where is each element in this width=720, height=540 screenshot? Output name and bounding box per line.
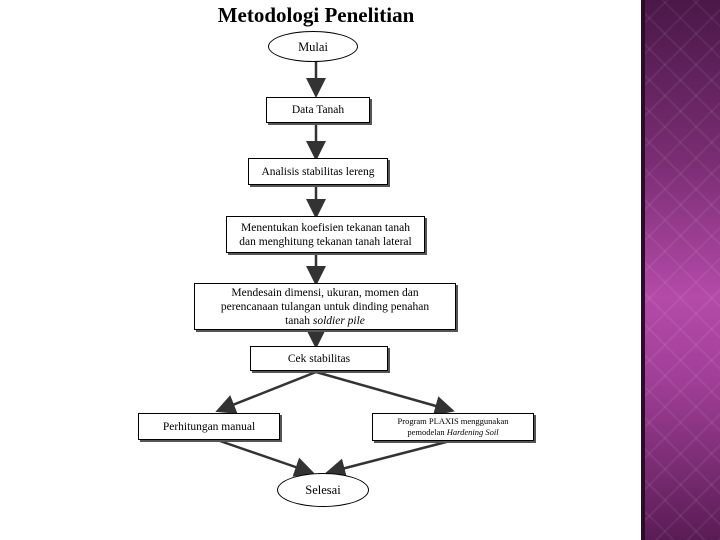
- arrow-manual-to-selesai: [219, 439, 315, 477]
- node-program-plaxis: Program PLAXIS menggunakan pemodelan Har…: [372, 413, 534, 441]
- node-menentukan-line2: dan menghitung tekanan tanah lateral: [239, 235, 412, 248]
- node-mendesain-line1: Mendesain dimensi, ukuran, momen dan: [231, 286, 419, 299]
- node-mendesain-line3: tanah soldier pile: [285, 314, 365, 328]
- node-cek-label: Cek stabilitas: [287, 352, 351, 365]
- node-manual-label: Perhitungan manual: [162, 420, 256, 433]
- node-selesai-label: Selesai: [305, 483, 341, 497]
- node-mendesain-line3-prefix: tanah: [285, 314, 310, 327]
- node-mendesain-line3-italic: soldier pile: [312, 314, 365, 327]
- node-plaxis-line2-italic: Hardening Soil: [446, 427, 499, 437]
- node-cek-stabilitas: Cek stabilitas: [250, 346, 388, 371]
- node-plaxis-line2-prefix: pemodelan: [407, 427, 445, 437]
- node-mulai-label: Mulai: [298, 39, 328, 54]
- node-plaxis-line1: Program PLAXIS menggunakan: [397, 416, 509, 426]
- node-menentukan-koefisien: Menentukan koefisien tekanan tanah dan m…: [226, 216, 425, 253]
- side-panel-stripe: [641, 0, 645, 540]
- node-selesai: Selesai: [277, 473, 369, 507]
- node-mendesain-dimensi: Mendesain dimensi, ukuran, momen dan per…: [194, 283, 456, 330]
- arrow-cek-to-manual: [215, 370, 317, 414]
- node-mendesain-line2: perencanaan tulangan untuk dinding penah…: [220, 300, 430, 313]
- node-perhitungan-manual: Perhitungan manual: [138, 413, 280, 440]
- arrow-cek-to-plaxis: [315, 370, 455, 416]
- node-plaxis-line2: pemodelan Hardening Soil: [407, 427, 498, 438]
- node-menentukan-line1: Menentukan koefisien tekanan tanah: [241, 221, 410, 234]
- node-analisis-stabilitas: Analisis stabilitas lereng: [248, 158, 388, 185]
- flow-connectors: [215, 62, 455, 478]
- slide-title: Metodologi Penelitian: [217, 3, 415, 27]
- decorative-side-panel: [641, 0, 720, 540]
- node-analisis-label: Analisis stabilitas lereng: [261, 165, 375, 178]
- node-mulai: Mulai: [268, 31, 358, 62]
- node-data-tanah: Data Tanah: [266, 97, 370, 123]
- node-data-tanah-label: Data Tanah: [291, 104, 345, 116]
- arrow-plaxis-to-selesai: [325, 439, 451, 478]
